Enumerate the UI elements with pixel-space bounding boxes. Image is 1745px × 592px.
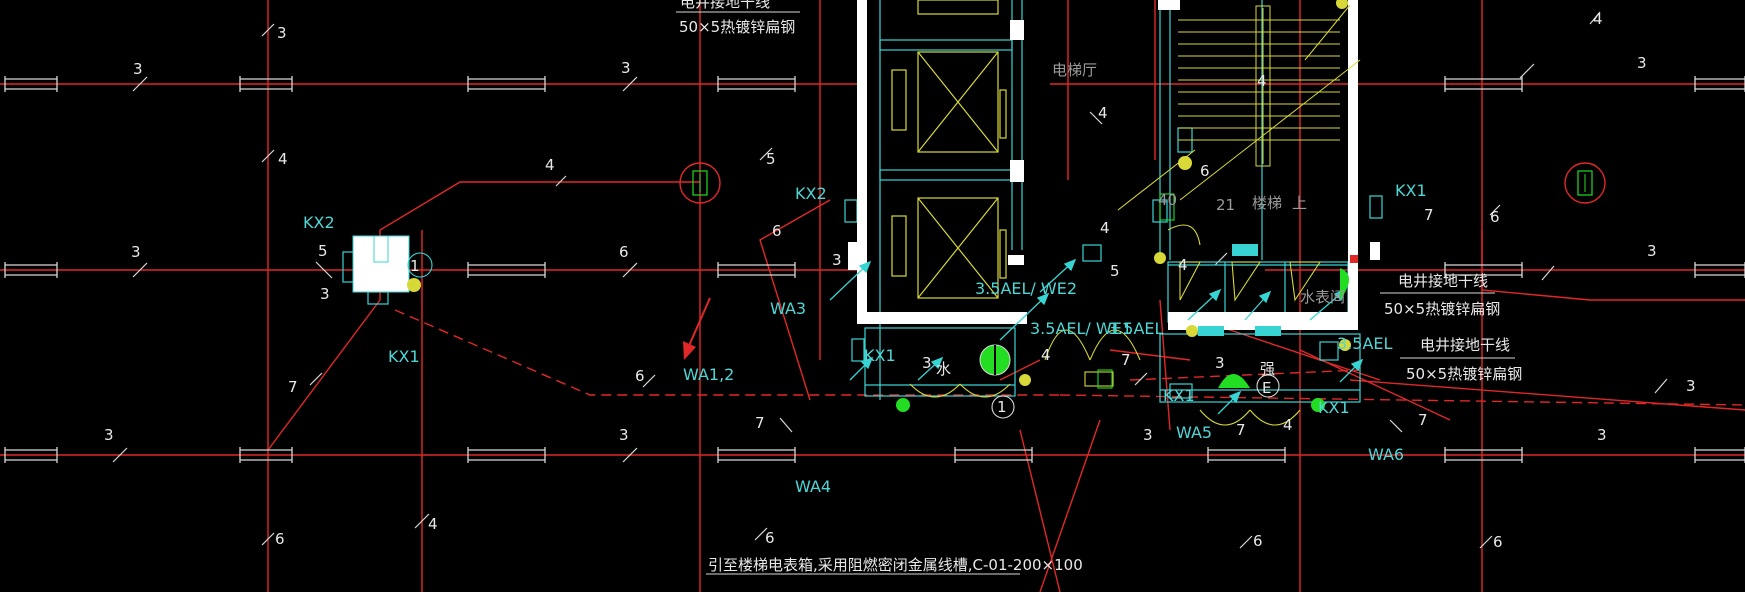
annotation-grounding-right-2: 电井接地干线 <box>1420 336 1510 354</box>
label-ael-mid: 3.5AEL <box>1108 319 1164 338</box>
num-17: 3 <box>104 426 114 444</box>
num-19: 4 <box>428 515 438 533</box>
label-kx1-bottom-b: KX1 <box>1318 398 1350 417</box>
num-21: 4 <box>1098 104 1108 122</box>
annotation-bottom-note: 引至楼梯电表箱,采用阻燃密闭金属线槽,C-01-200×100 <box>708 556 1083 574</box>
num-5: 4 <box>278 150 288 168</box>
staircase <box>1178 4 1361 201</box>
red-dashed-cable-tray <box>394 309 1745 406</box>
annotation-grounding-top: 电井接地干线 <box>680 0 770 11</box>
label-we2: 3.5AEL/ WE2 <box>975 279 1077 298</box>
cyan-arrows <box>829 258 1364 415</box>
wire-count-slashes <box>112 11 1668 549</box>
num-28: 3 <box>1143 426 1153 444</box>
elevator-cars <box>891 0 1007 299</box>
num-24: 5 <box>1110 262 1120 280</box>
num-29: 6 <box>1253 532 1263 550</box>
label-kx2-left: KX2 <box>303 213 335 232</box>
num-1: 3 <box>277 24 287 42</box>
fixture-bars <box>4 76 1745 463</box>
label-water-meter-room: 水表间 <box>1300 288 1345 306</box>
num-39: 7 <box>1424 206 1434 224</box>
num-44: 1 <box>997 398 1007 416</box>
num-8: 5 <box>318 242 328 260</box>
annotation-grounding-right-2-spec: 50×5热镀锌扁钢 <box>1406 365 1522 383</box>
label-elevator-hall: 电梯厅 <box>1052 61 1097 79</box>
num-10: 3 <box>131 243 141 261</box>
num-31: 3 <box>1597 426 1607 444</box>
num-11: 6 <box>619 243 629 261</box>
green-fixtures <box>896 0 1358 412</box>
green-outline-devices <box>1097 193 1175 389</box>
annotation-grounding-top-spec: 50×5热镀锌扁钢 <box>679 18 795 36</box>
num-23: 4 <box>1100 219 1110 237</box>
num-30: 7 <box>1418 411 1428 429</box>
label-we1: 3.5AEL/ WE1 <box>1030 319 1132 338</box>
label-water: 水 <box>936 360 951 378</box>
num-43: 1 <box>410 257 420 275</box>
label-kx1-bottom-a: KX1 <box>1163 386 1195 405</box>
num-3: 3 <box>133 60 143 78</box>
num-27: 7 <box>1236 421 1246 439</box>
label-stair-left: 楼梯 <box>1252 194 1282 212</box>
num-33: 6 <box>1493 533 1503 551</box>
red-pointer-arrow <box>683 297 711 360</box>
num-12: 6 <box>772 222 782 240</box>
label-wa12: WA1,2 <box>683 365 734 384</box>
label-stair-40: 40 <box>1158 191 1177 209</box>
annotation-grounding-right-1: 电井接地干线 <box>1398 272 1488 290</box>
annotation-grounding-right-1-spec: 50×5热镀锌扁钢 <box>1384 300 1500 318</box>
elevator-shaft-walls <box>848 0 1380 330</box>
label-kx2-center: KX2 <box>795 184 827 203</box>
num-14: 6 <box>635 367 645 385</box>
num-26: 3 <box>922 354 932 372</box>
shaft-markers <box>679 162 1606 204</box>
num-13: 3 <box>832 251 842 269</box>
num-22: 6 <box>765 529 775 547</box>
text-layer: 电井接地干线 50×5热镀锌扁钢 电梯厅 上 21 40 楼梯 电井接地干线 5… <box>104 0 1696 574</box>
num-40: 3 <box>1215 354 1225 372</box>
num-34: 4 <box>1178 256 1188 274</box>
label-wa4: WA4 <box>795 477 831 496</box>
cable-tray-blocks <box>1198 244 1281 336</box>
label-ael-right: 3.5AEL <box>1337 334 1393 353</box>
label-stair-21: 21 <box>1216 196 1235 214</box>
junction-circles <box>991 374 1280 419</box>
num-9: 3 <box>320 285 330 303</box>
label-kx1-right: KX1 <box>1395 181 1427 200</box>
num-37: 3 <box>1647 242 1657 260</box>
num-41: 6 <box>1490 208 1500 226</box>
num-38: 4 <box>1257 72 1267 90</box>
num-42: 4 <box>1041 346 1051 364</box>
num-16: 7 <box>755 414 765 432</box>
label-e: E <box>1262 379 1271 397</box>
label-kx1-center: KX1 <box>864 346 896 365</box>
num-7: 4 <box>545 156 555 174</box>
num-4: 3 <box>621 59 631 77</box>
label-wa5: WA5 <box>1176 423 1212 442</box>
num-25: 7 <box>1121 351 1131 369</box>
leader-underlines <box>676 11 1515 575</box>
num-18: 3 <box>619 426 629 444</box>
num-6: 5 <box>766 150 776 168</box>
num-45: 4 <box>1283 416 1293 434</box>
num-35: 6 <box>1200 162 1210 180</box>
label-stair-up: 上 <box>1292 194 1307 212</box>
label-wa6: WA6 <box>1368 445 1404 464</box>
num-15: 7 <box>288 378 298 396</box>
label-wa3: WA3 <box>770 299 806 318</box>
label-kx1-left: KX1 <box>388 347 420 366</box>
num-2: 4 <box>1593 10 1603 28</box>
num-36: 3 <box>1637 54 1647 72</box>
num-32: 3 <box>1686 377 1696 395</box>
num-20: 6 <box>275 530 285 548</box>
door-swings <box>909 149 1322 426</box>
label-strong: 强 <box>1260 360 1275 378</box>
distribution-box-kx2 <box>352 235 433 293</box>
